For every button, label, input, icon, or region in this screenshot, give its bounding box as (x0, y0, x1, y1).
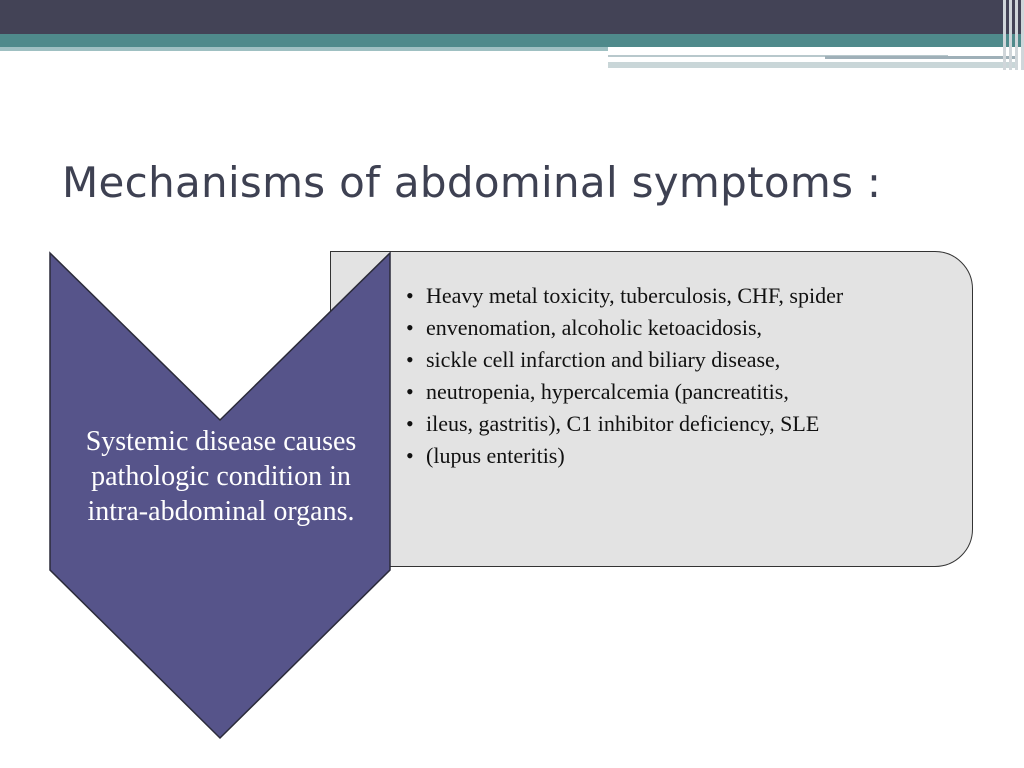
bullet-text: Heavy metal toxicity, tuberculosis, CHF,… (426, 283, 844, 308)
bullet-item: • Heavy metal toxicity, tuberculosis, CHF… (404, 283, 964, 309)
bullet-icon: • (406, 411, 414, 436)
bullet-item: • (lupus enteritis) (404, 443, 964, 469)
bullet-text: envenomation, alcoholic ketoacidosis, (426, 315, 763, 340)
bullet-text: sickle cell infarction and biliary disea… (426, 347, 781, 372)
header-accent-line (608, 47, 948, 57)
bullet-item: • ileus, gastritis), C1 inhibitor deficie… (404, 411, 964, 437)
bullet-text: ileus, gastritis), C1 inhibitor deficien… (426, 411, 820, 436)
header-accent-line (608, 62, 1018, 68)
header-right-stripes (994, 0, 1024, 70)
bullet-icon: • (406, 283, 414, 308)
header-teal-band (0, 34, 1024, 47)
header-light-teal-line (0, 47, 608, 51)
header-accent-line (825, 56, 1015, 59)
bullet-item: • neutropenia, hypercalcemia (pancreatiti… (404, 379, 964, 405)
bullet-item: • sickle cell infarction and biliary dise… (404, 347, 964, 373)
bullet-icon: • (406, 443, 414, 468)
bullet-text: (lupus enteritis) (426, 443, 565, 468)
bullet-item: • envenomation, alcoholic ketoacidosis, (404, 315, 964, 341)
header-dark-bar (0, 0, 1024, 34)
bullet-icon: • (406, 315, 414, 340)
slide-title: Mechanisms of abdominal symptoms : (62, 158, 882, 207)
bullet-icon: • (406, 379, 414, 404)
chevron-label: Systemic disease causes pathologic condi… (85, 426, 357, 527)
bullet-text: neutropenia, hypercalcemia (pancreatitis… (426, 379, 789, 404)
bullet-icon: • (406, 347, 414, 372)
bullet-list: • Heavy metal toxicity, tuberculosis, CHF… (404, 283, 964, 475)
bullet-content-box (330, 251, 973, 567)
